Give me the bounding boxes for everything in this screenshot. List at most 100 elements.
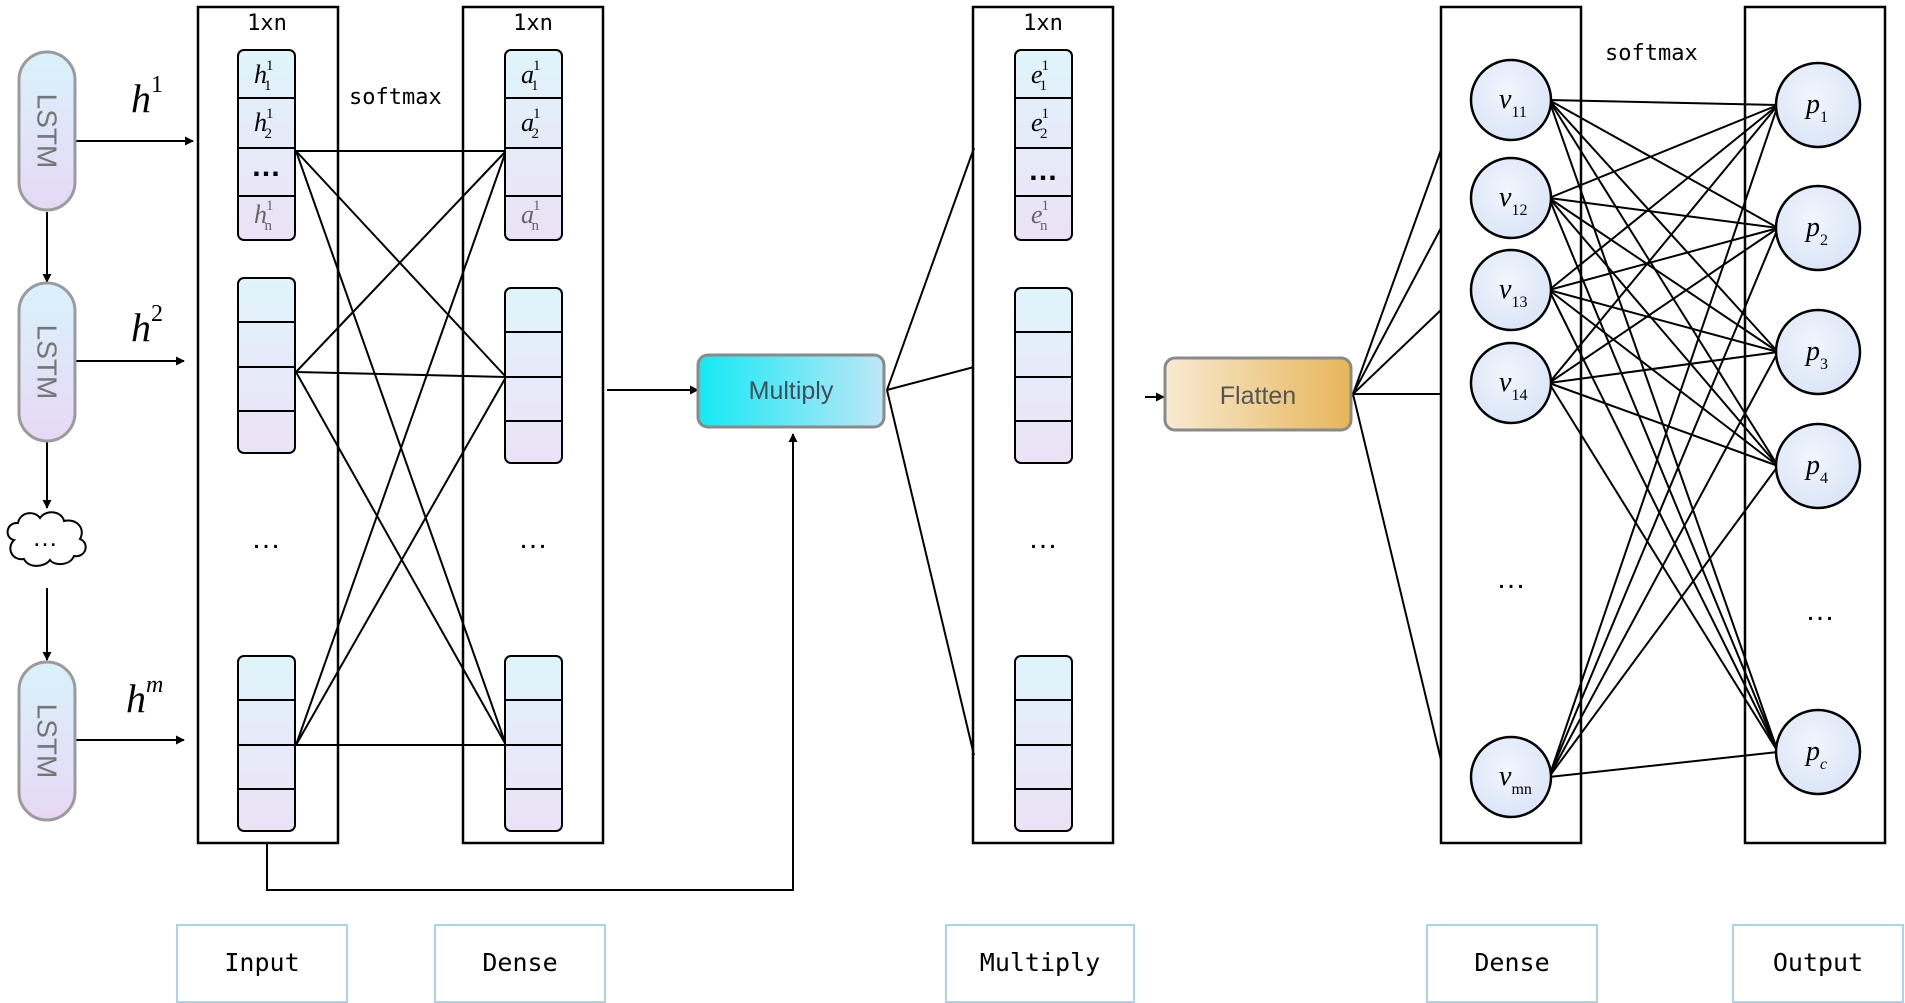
input-vector-2 — [237, 277, 296, 454]
lstm-cell: LSTM — [17, 660, 77, 822]
dense-output-link — [1548, 382, 1779, 753]
output-neuron-4: p4 — [1774, 422, 1862, 510]
svg-text:Output: Output — [1773, 948, 1863, 977]
dense-neuron-13-label: v13 — [1499, 274, 1527, 311]
dense-output-link — [1548, 99, 1779, 753]
dense-output-link — [1548, 382, 1779, 467]
multiply-op-label: Multiply — [749, 377, 834, 405]
connections — [42, 99, 1779, 891]
layer-label-input: Input — [176, 924, 348, 1003]
input-skip-arrow — [266, 433, 798, 891]
multiply-cell-ellipsis: … — [1028, 154, 1058, 187]
lstm-label: LSTM — [32, 325, 63, 400]
lstm-label: LSTM — [32, 704, 63, 779]
output-neurons: p1 p2 p3 p4 pc — [1774, 61, 1862, 796]
output-neuron-ellipsis: … — [1805, 594, 1835, 627]
multiply-vector-2 — [1014, 287, 1073, 464]
output-neuron-4-label: p4 — [1804, 450, 1828, 487]
dense-output-link — [1548, 751, 1779, 778]
dense-output-link — [1548, 99, 1779, 106]
layer-labels: Input Dense Multiply Dense Output — [176, 924, 1904, 1003]
layer-label-dense: Dense — [434, 924, 606, 1003]
softmax-label-output: softmax — [1605, 41, 1698, 66]
dense-neuron-11-label: v11 — [1499, 84, 1527, 121]
layer-label-multiply: Multiply — [945, 924, 1135, 1003]
svg-text:Dense: Dense — [482, 948, 557, 977]
hidden-state-labels: h1 h2 hm — [126, 72, 163, 721]
dense-output-link — [1548, 197, 1779, 753]
lstm-ellipsis-cloud: … — [6, 511, 87, 567]
dense-output-link — [1548, 289, 1779, 753]
output-neuron-1: p1 — [1774, 61, 1862, 149]
input-cell-ellipsis: … — [251, 150, 281, 183]
dense-output-link — [1548, 197, 1779, 353]
flatten-op-label: Flatten — [1220, 382, 1296, 410]
multiply-vector-m — [1014, 655, 1073, 832]
dense-output-link — [1548, 351, 1779, 384]
hidden-label-2: h2 — [131, 301, 163, 350]
dense-output-link — [1548, 465, 1779, 778]
dense-neuron-12: v12 — [1469, 156, 1553, 240]
output-neuron-2: p2 — [1774, 184, 1862, 272]
multiply-fanout — [886, 366, 975, 391]
dense-output-link — [1548, 104, 1779, 384]
dense-neuron-11: v11 — [1469, 58, 1553, 142]
layer-label-dense-2: Dense — [1426, 924, 1598, 1003]
dense-output-link — [1548, 99, 1779, 353]
dense-neuron-14: v14 — [1469, 341, 1553, 425]
dense-neuron-ellipsis: … — [1496, 562, 1526, 595]
hidden-label-1: h1 — [131, 72, 163, 121]
lstm-ellipsis: … — [32, 522, 58, 552]
input-dense-links — [295, 150, 507, 746]
dense-output-link — [1548, 197, 1779, 229]
multiply-fanout — [886, 147, 975, 391]
dense-output-links — [1548, 99, 1779, 778]
output-neuron-2-label: p2 — [1804, 212, 1828, 249]
output-neuron-c-label: pc — [1804, 736, 1827, 773]
hidden-label-m: hm — [126, 672, 163, 721]
lstm-cell: LSTM — [17, 281, 77, 443]
multiply-column-header: 1xn — [1023, 11, 1063, 36]
output-neuron-1-label: p1 — [1804, 89, 1828, 126]
attention-vector-m — [504, 655, 563, 832]
dense-output-link — [1548, 227, 1779, 291]
lstm-cell: LSTM — [17, 50, 77, 212]
dense-output-link — [1548, 227, 1779, 384]
input-column-ellipsis: … — [251, 522, 281, 555]
attention-column-header: 1xn — [513, 11, 553, 36]
output-neuron-3: p3 — [1774, 308, 1862, 396]
dense-neuron-13: v13 — [1469, 248, 1553, 332]
dense-output-link — [1548, 227, 1779, 778]
dense-neuron-14-label: v14 — [1499, 367, 1527, 404]
attention-column-ellipsis: … — [518, 522, 548, 555]
dense-output-link — [1548, 104, 1779, 778]
svg-text:Dense: Dense — [1474, 948, 1549, 977]
lstm-label: LSTM — [32, 94, 63, 169]
flatten-fanout — [1352, 149, 1442, 761]
dense-output-link — [1548, 99, 1779, 467]
output-neuron-c: pc — [1774, 708, 1862, 796]
output-neuron-column: … p1 p2 p3 p4 pc — [1743, 5, 1887, 845]
input-column-header: 1xn — [247, 11, 287, 36]
input-vector-m — [237, 655, 296, 832]
dense-output-link — [1548, 104, 1779, 291]
multiply-column-ellipsis: … — [1028, 522, 1058, 555]
svg-text:Multiply: Multiply — [980, 948, 1100, 977]
dense-neurons: v11 v12 v13 v14 vmn — [1469, 58, 1553, 819]
dense-neuron-mn-label: vmn — [1499, 761, 1532, 798]
